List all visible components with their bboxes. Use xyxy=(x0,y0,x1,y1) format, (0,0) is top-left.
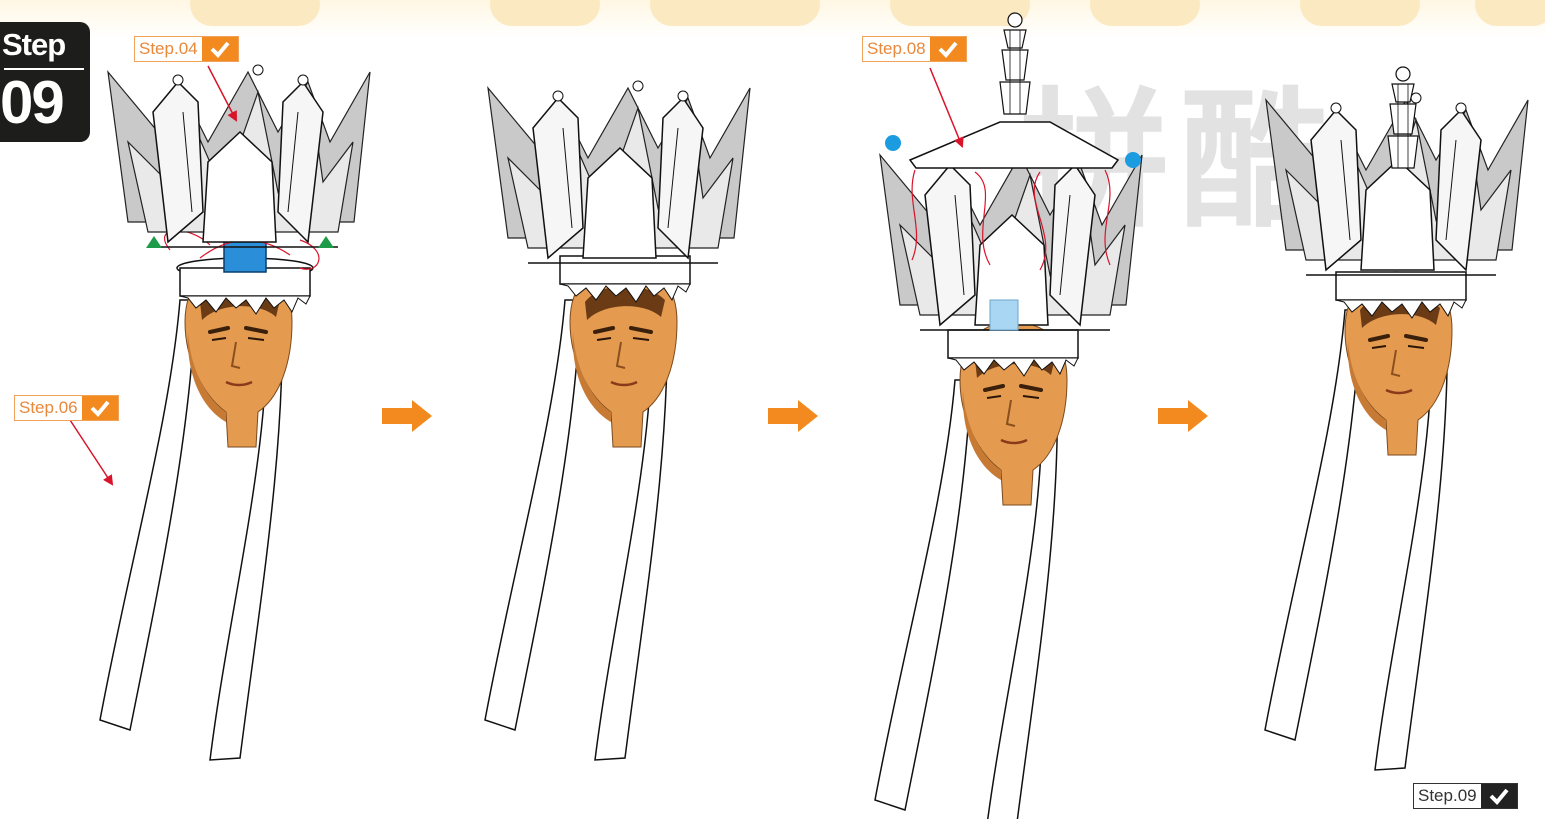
step-badge-word: Step xyxy=(2,28,65,62)
marker-blue-right xyxy=(1125,152,1141,168)
check-icon xyxy=(202,37,238,61)
step-ref-tag-04: Step.04 xyxy=(134,36,239,62)
step-badge-number: 09 xyxy=(0,68,63,138)
top-finial xyxy=(1000,13,1030,114)
check-icon xyxy=(82,396,118,420)
step-ref-label: Step.08 xyxy=(863,37,930,61)
step-ref-label: Step.04 xyxy=(135,37,202,61)
step-ref-tag-09: Step.09 xyxy=(1413,783,1518,809)
pointer-arrow xyxy=(70,420,112,484)
step-ref-tag-06: Step.06 xyxy=(14,395,119,421)
step-badge: Step 09 xyxy=(0,22,90,142)
next-arrow-icon xyxy=(1158,400,1208,432)
next-arrow-icon xyxy=(382,400,432,432)
marker-green-left xyxy=(146,236,162,248)
lotus-crown xyxy=(108,65,370,247)
lotus-crown xyxy=(488,81,750,263)
pointer-arrow xyxy=(208,66,236,120)
pointer-arrow xyxy=(930,68,962,146)
top-finial xyxy=(1388,67,1418,168)
step-ref-tag-08: Step.08 xyxy=(862,36,967,62)
figure-3 xyxy=(875,13,1142,819)
marker-green-right xyxy=(318,236,334,248)
step-ref-label: Step.09 xyxy=(1414,784,1481,808)
check-icon xyxy=(930,37,966,61)
next-arrow-icon xyxy=(768,400,818,432)
check-icon xyxy=(1481,784,1517,808)
blue-connector-faded xyxy=(990,300,1018,330)
figure-4 xyxy=(1265,67,1528,770)
step-ref-label: Step.06 xyxy=(15,396,82,420)
marker-blue-left xyxy=(885,135,901,151)
figure-2 xyxy=(485,81,750,760)
pagoda-roof xyxy=(910,122,1118,168)
